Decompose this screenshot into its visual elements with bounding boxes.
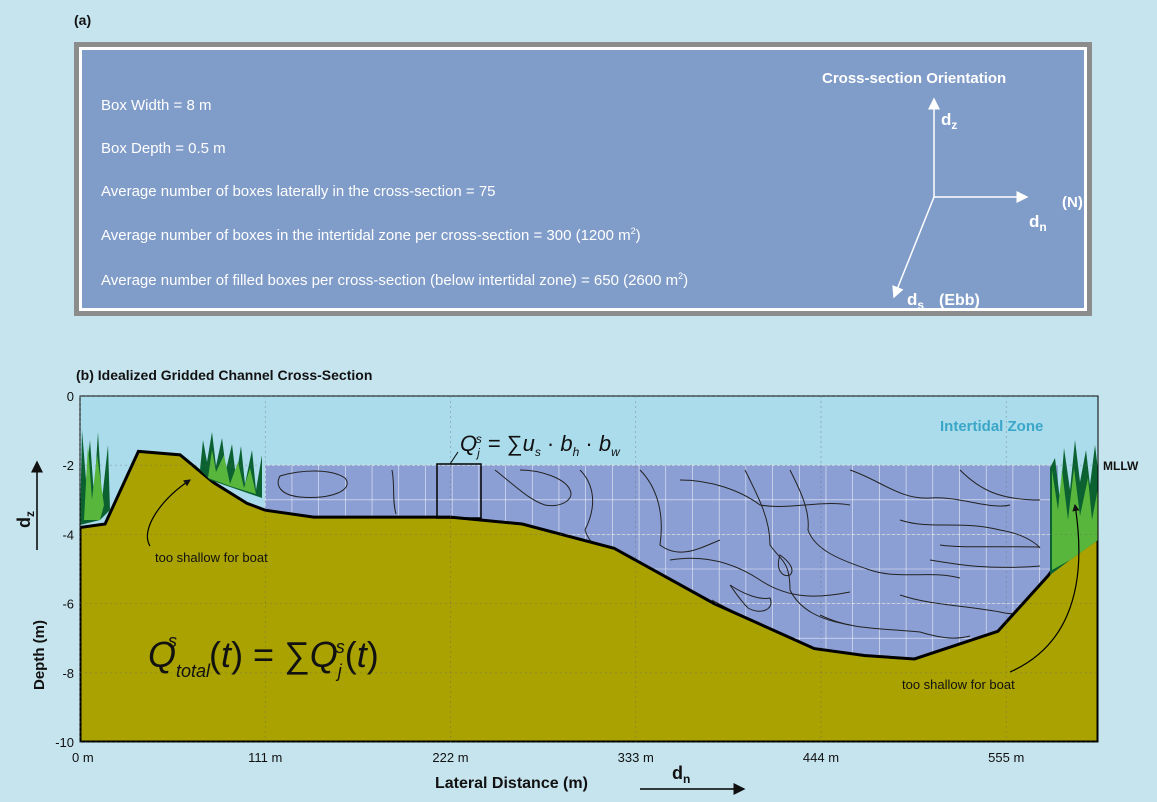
x-axis-label: Lateral Distance (m) [435, 775, 588, 792]
y-tick-label: 0 [67, 389, 74, 404]
y-tick-label: -8 [62, 666, 74, 681]
plot-frame [79, 395, 1099, 743]
total-formula: Qtotals(t) = ∑Qjs(t) [148, 631, 379, 681]
shallow-right-label: too shallow for boat [902, 677, 1015, 692]
box-formula: Qjs = ∑us · bh · bw [460, 431, 621, 460]
y-tick-label: -10 [55, 735, 74, 750]
sample-box-j [436, 463, 482, 519]
box-width-text: Box Width = 8 m [101, 97, 212, 114]
x-tick-label: 555 m [988, 750, 1024, 765]
ds-label: ds [907, 290, 924, 311]
panel-b-title: (b) Idealized Gridded Channel Cross-Sect… [76, 367, 373, 383]
x-axis-dn-label: dn [672, 763, 690, 786]
y-axis-label: Depth (m) [31, 620, 48, 690]
orientation-title: Cross-section Orientation [822, 70, 1007, 87]
dz-label: dz [941, 110, 957, 132]
boxes-filled-text: Average number of filled boxes per cross… [101, 271, 689, 289]
ds-ebb-label: (Ebb) [939, 292, 980, 309]
dn-label: dn [1029, 212, 1047, 234]
box-depth-text: Box Depth = 0.5 m [101, 140, 226, 157]
shallow-right-arrow [1009, 503, 1080, 673]
intertidal-zone-label: Intertidal Zone [940, 418, 1043, 435]
panel-a-label: (a) [74, 12, 92, 28]
x-tick-label: 0 m [72, 750, 94, 765]
y-tick-label: -4 [62, 527, 74, 542]
ds-axis-arrow [892, 196, 935, 299]
orientation-axes: dz dn (N) ds (Ebb) [892, 97, 1083, 311]
y-axis-dz-label: dz [14, 511, 37, 528]
mllw-label: MLLW [1103, 459, 1139, 473]
x-tick-label: 444 m [803, 750, 839, 765]
boxes-intertidal-text: Average number of boxes in the intertida… [101, 226, 641, 244]
y-tick-label: -6 [62, 597, 74, 612]
dn-north-label: (N) [1062, 194, 1083, 211]
shallow-left-label: too shallow for boat [155, 550, 268, 565]
sample-box-pointer [449, 451, 459, 465]
info-box: Box Width = 8 m Box Depth = 0.5 m Averag… [74, 42, 1092, 316]
x-tick-label: 111 m [248, 750, 282, 765]
y-tick-label: -2 [62, 458, 74, 473]
x-tick-label: 222 m [432, 750, 468, 765]
axis-ticks: 0 m 111 m 222 m 333 m 444 m 555 m 0 -2 -4 -6 -8 -10 [55, 389, 1098, 765]
velocity-contours [277, 469, 1041, 641]
x-tick-label: 333 m [618, 750, 654, 765]
boxes-lateral-text: Average number of boxes laterally in the… [101, 183, 496, 200]
shallow-left-arrow [146, 479, 191, 547]
